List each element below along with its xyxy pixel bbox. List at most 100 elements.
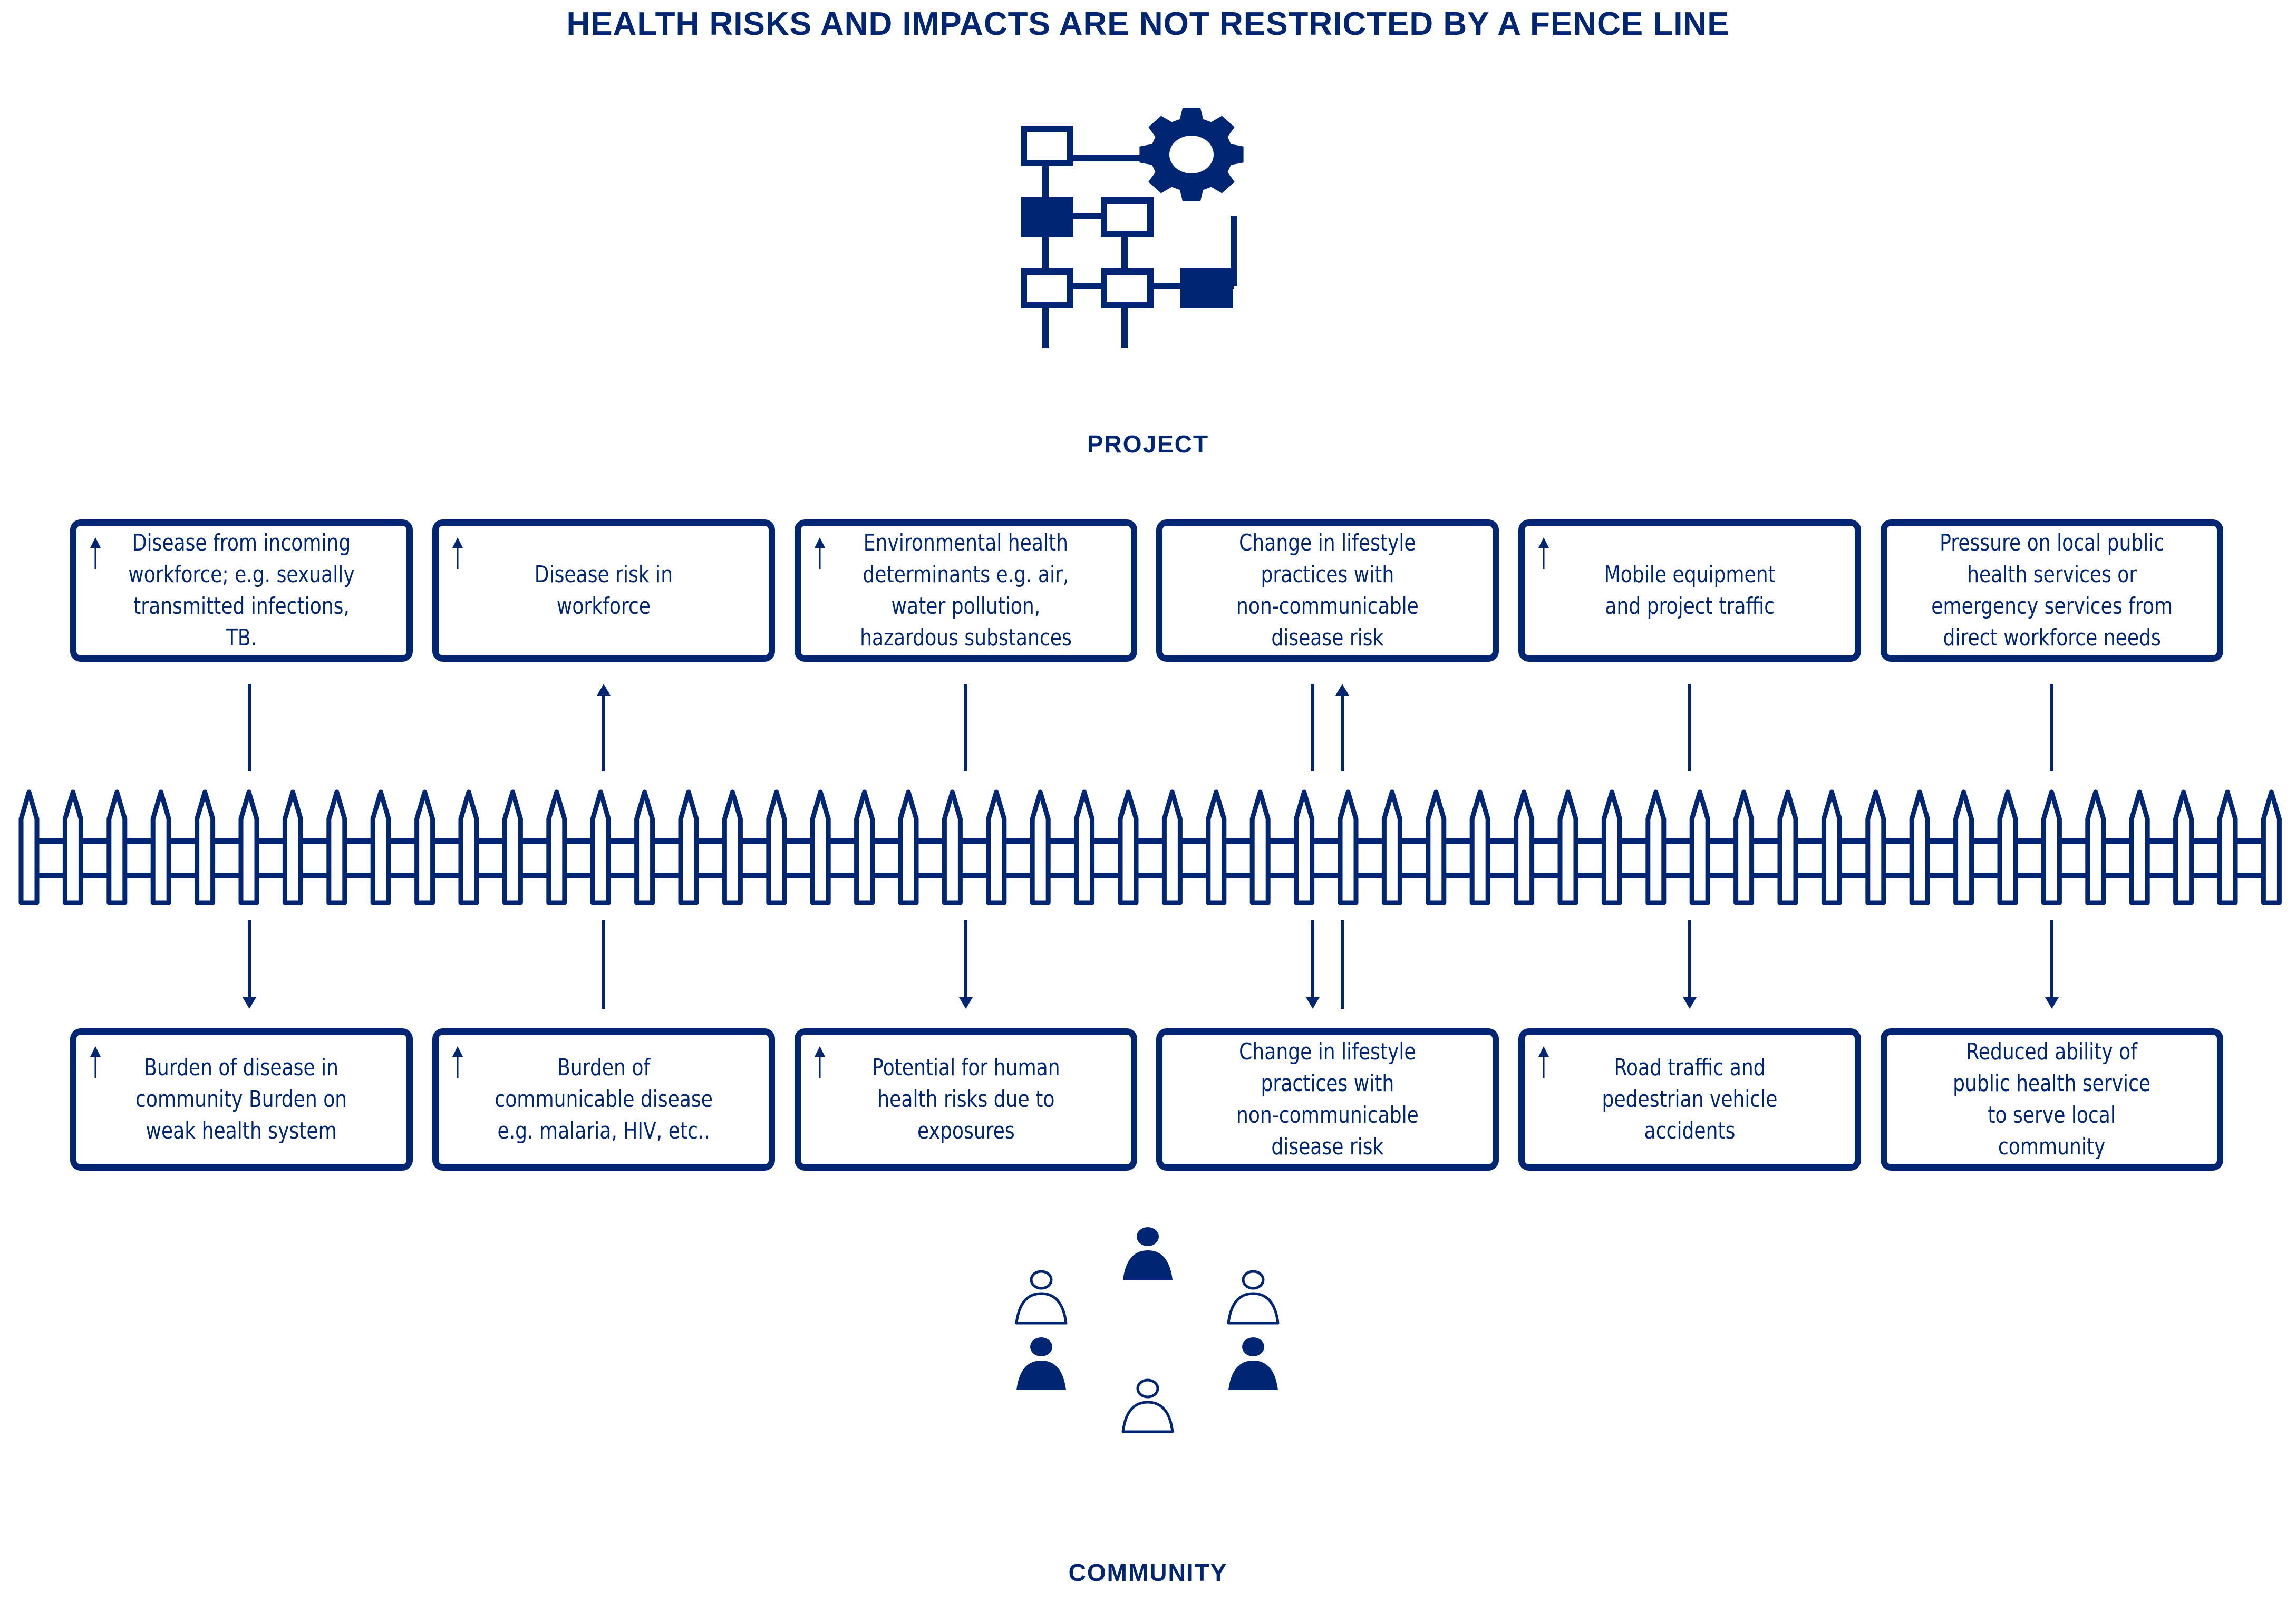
fence-picket	[1161, 789, 1183, 905]
bottom-box: Change in lifestyle practices with non-c…	[1156, 1028, 1499, 1171]
fence-picket	[2261, 789, 2282, 905]
top-box: Pressure on local public health services…	[1881, 519, 2223, 662]
fence-picket	[414, 789, 435, 905]
fence-picket	[2085, 789, 2106, 905]
top-box: Disease risk in workforce	[432, 519, 775, 662]
fence-picket	[1777, 789, 1798, 905]
person-outline-icon	[1227, 1270, 1280, 1325]
fence-picket	[1645, 789, 1667, 905]
fence-picket	[766, 789, 787, 905]
fence-picket	[1865, 789, 1886, 905]
fence-picket	[1381, 789, 1402, 905]
top-box-text: Disease from incoming workforce; e.g. se…	[128, 529, 355, 651]
fence-picket	[18, 789, 40, 905]
person-filled-icon	[1228, 1337, 1278, 1390]
community-icon	[1015, 1227, 1280, 1433]
increase-arrow-icon	[815, 1046, 825, 1078]
arrow-up	[1335, 684, 1349, 771]
fence-picket	[1469, 789, 1490, 905]
fence-picket	[590, 789, 611, 905]
diagram-title: HEALTH RISKS AND IMPACTS ARE NOT RESTRIC…	[566, 6, 1730, 42]
node-square	[1021, 268, 1073, 308]
arrow-down	[1306, 920, 1320, 1009]
fence-picket	[150, 789, 171, 905]
node-square	[1101, 197, 1154, 237]
fence-picket	[458, 789, 479, 905]
fence-picket	[2129, 789, 2150, 905]
bottom-box-text: Burden of disease in community Burden on…	[135, 1054, 347, 1144]
fence-picket	[1733, 789, 1755, 905]
bottom-box: Reduced ability of public health service…	[1881, 1028, 2223, 1171]
person-filled-icon	[1016, 1337, 1066, 1390]
fence-picket	[942, 789, 963, 905]
fence-picket	[986, 789, 1007, 905]
fence-picket	[1249, 789, 1271, 905]
project-icon	[1021, 108, 1244, 348]
fence-picket	[634, 789, 655, 905]
bottom-box: Road traffic and pedestrian vehicle acci…	[1518, 1028, 1861, 1171]
community-label: COMMUNITY	[1068, 1559, 1228, 1586]
fence-picket	[502, 789, 523, 905]
top-box-text: Pressure on local public health services…	[1931, 529, 2173, 651]
increase-arrow-icon	[815, 537, 825, 569]
fence-picket	[854, 789, 875, 905]
increase-arrow-icon	[1538, 1046, 1549, 1078]
fence-picket	[898, 789, 919, 905]
top-box: Change in lifestyle practices with non-c…	[1156, 519, 1499, 662]
top-box-text: Mobile equipment and project traffic	[1604, 561, 1776, 620]
project-label: PROJECT	[1087, 430, 1209, 458]
fence-picket	[370, 789, 391, 905]
person-filled-icon	[1123, 1227, 1173, 1280]
arrow-down	[2045, 920, 2059, 1009]
bottom-box-text: Road traffic and pedestrian vehicle acci…	[1602, 1054, 1778, 1144]
fence-picket	[1601, 789, 1622, 905]
node-square-filled	[1180, 268, 1233, 308]
fence-picket	[1426, 789, 1447, 905]
top-box: Mobile equipment and project traffic	[1518, 519, 1861, 662]
fence-picket	[1689, 789, 1710, 905]
node-square	[1021, 126, 1073, 166]
fence-picket	[62, 789, 83, 905]
fence-picket	[326, 789, 347, 905]
fence-picket	[1118, 789, 1139, 905]
person-outline-icon	[1015, 1270, 1068, 1325]
increase-arrow-icon	[90, 537, 101, 569]
fence-picket	[1074, 789, 1095, 905]
fence-picket	[1557, 789, 1578, 905]
increase-arrow-icon	[1538, 537, 1549, 569]
fence-picket	[238, 789, 259, 905]
top-box-text: Change in lifestyle practices with non-c…	[1236, 529, 1419, 651]
arrow-down	[243, 920, 256, 1009]
fence-picket	[1997, 789, 2018, 905]
bottom-box-text: Potential for human health risks due to …	[871, 1054, 1060, 1144]
fence-picket	[195, 789, 216, 905]
bottom-box-text: Burden of communicable disease e.g. mala…	[495, 1054, 713, 1144]
fence-picket	[2173, 789, 2194, 905]
fence-picket	[1821, 789, 1842, 905]
fence-picket	[678, 789, 699, 905]
fence-picket	[2041, 789, 2062, 905]
fence-picket	[810, 789, 831, 905]
bottom-box-text: Reduced ability of public health service…	[1953, 1038, 2151, 1160]
fence-picket	[1953, 789, 1974, 905]
fence-picket	[2217, 789, 2238, 905]
person-outline-icon	[1121, 1378, 1174, 1433]
top-box: Environmental health determinants e.g. a…	[795, 519, 1137, 662]
increase-arrow-icon	[90, 1046, 101, 1078]
fence-picket	[282, 789, 303, 905]
fence-picket	[1514, 789, 1535, 905]
fence-picket	[1206, 789, 1227, 905]
fence-picket	[1294, 789, 1315, 905]
arrow-down	[959, 920, 973, 1009]
fence-picket	[1338, 789, 1359, 905]
gear-icon	[1139, 108, 1244, 201]
fence-picket	[546, 789, 567, 905]
connectors	[243, 684, 2059, 1009]
bottom-box: Burden of communicable disease e.g. mala…	[432, 1028, 775, 1171]
fence	[18, 789, 2282, 905]
top-box-text: Environmental health determinants e.g. a…	[860, 529, 1072, 651]
top-box: Disease from incoming workforce; e.g. se…	[70, 519, 413, 662]
arrow-up	[597, 684, 611, 771]
bottom-box-text: Change in lifestyle practices with non-c…	[1236, 1038, 1419, 1160]
